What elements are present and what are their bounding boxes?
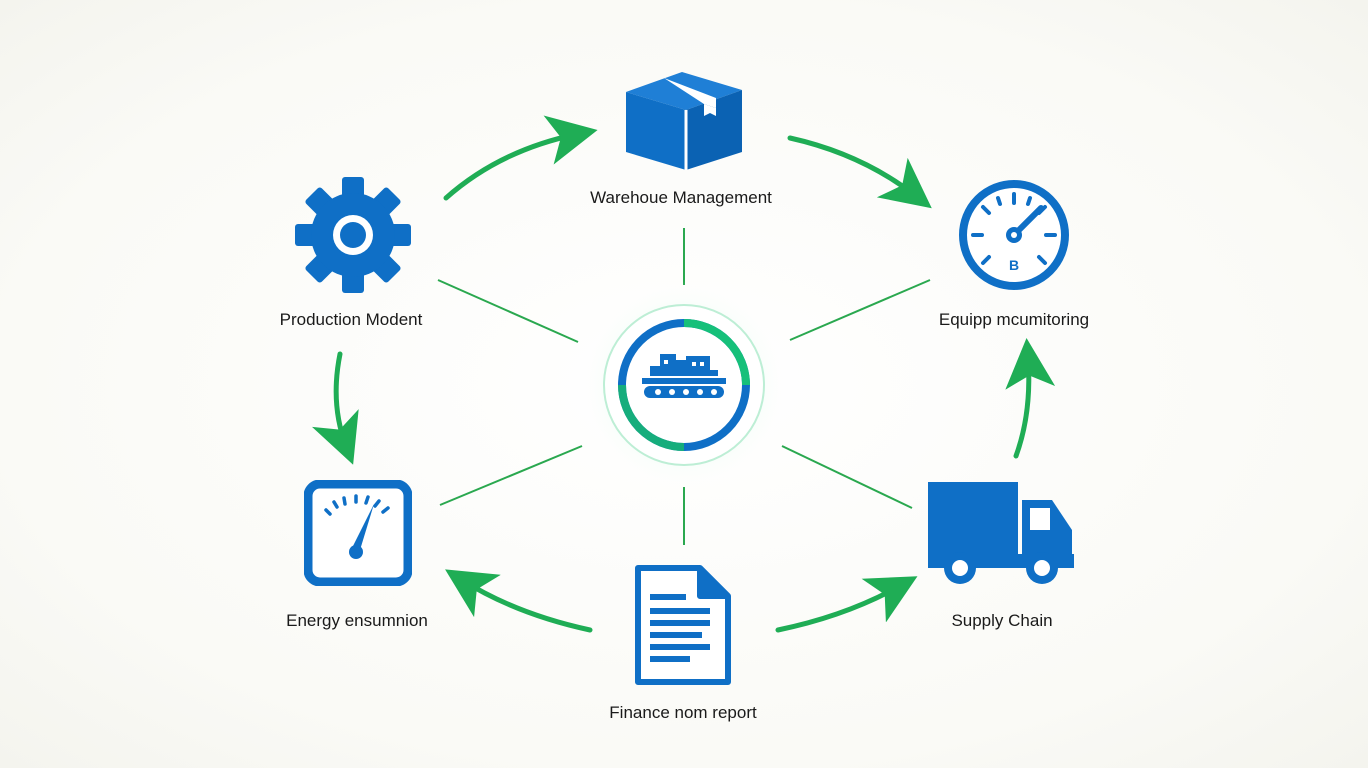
supply-node xyxy=(926,480,1078,586)
arrow-production-to-energy xyxy=(311,351,359,465)
factory-icon xyxy=(642,354,726,398)
warehouse-label: Warehoue Management xyxy=(590,188,772,207)
equipment-node: B xyxy=(955,176,1073,294)
gear-icon xyxy=(295,177,411,293)
finance-label: Finance nom report xyxy=(609,703,757,722)
arrow-finance-to-supply xyxy=(775,576,918,633)
finance-node xyxy=(634,564,732,686)
spoke-lower-right xyxy=(781,445,913,509)
arrow-warehouse-to-equipment xyxy=(787,135,932,209)
production-label: Production Modent xyxy=(279,310,423,329)
production-node xyxy=(294,176,412,294)
arrow-finance-to-energy xyxy=(445,569,593,633)
equipment-label: Equipp mcumitoring xyxy=(938,310,1090,329)
meter-icon xyxy=(303,479,413,587)
arrow-production-to-warehouse xyxy=(443,115,598,201)
spoke-upper-left xyxy=(437,279,579,343)
truck-icon xyxy=(928,482,1074,584)
energy-label: Energy ensumnion xyxy=(286,611,428,630)
gauge-text: B xyxy=(1009,257,1019,273)
box-icon xyxy=(626,72,742,170)
spoke-lower-left xyxy=(439,445,583,506)
warehouse-node xyxy=(618,64,748,174)
arrow-supply-to-equipment xyxy=(1005,338,1056,459)
document-icon xyxy=(635,565,731,685)
spoke-upper-right xyxy=(789,279,931,341)
center-hub xyxy=(580,281,788,489)
supply-label: Supply Chain xyxy=(951,611,1053,630)
energy-node xyxy=(303,479,413,587)
gauge-icon: B xyxy=(959,180,1069,290)
